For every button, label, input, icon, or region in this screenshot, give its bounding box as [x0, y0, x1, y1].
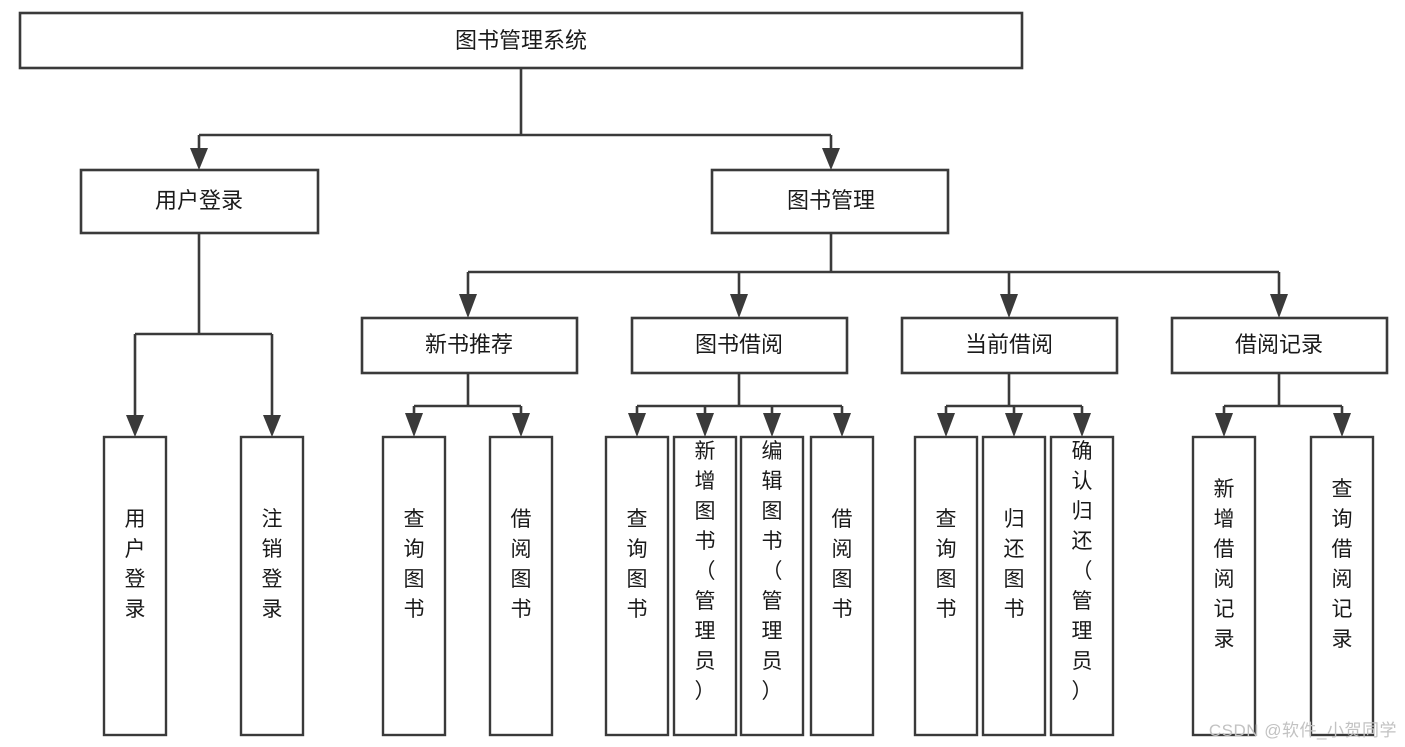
- node-leaf-borrow-book-2[interactable]: 借阅图书: [809, 435, 875, 737]
- node-leaf-borrow-book-1-box: [488, 435, 554, 737]
- node-leaf-query-book-3-box: [913, 435, 979, 737]
- node-leaf-user-login-label: 用户登录: [125, 508, 146, 621]
- arrow-to-leaf-borrow-book-1: [512, 413, 530, 437]
- node-leaf-confirm-return-label: 确认归还（管理员）: [1072, 440, 1093, 703]
- arrow-to-leaf-add-record: [1215, 413, 1233, 437]
- node-root-label: 图书管理系统: [455, 28, 587, 53]
- node-leaf-query-book-1[interactable]: 查询图书: [381, 435, 447, 737]
- node-current-borrow-label: 当前借阅: [965, 332, 1053, 357]
- edge-user-login-bus: [133, 233, 274, 422]
- arrow-to-leaf-user-login: [126, 415, 144, 437]
- node-leaf-borrow-book-2-label: 借阅图书: [832, 508, 853, 621]
- node-leaf-return-book-box: [981, 435, 1047, 737]
- arrow-to-leaf-user-logout: [263, 415, 281, 437]
- edge-root-bus: [197, 68, 833, 155]
- node-leaf-edit-book-box: [739, 435, 805, 737]
- node-leaf-add-book[interactable]: 新增图书（管理员）: [672, 435, 738, 737]
- node-book-management-label: 图书管理: [787, 188, 875, 213]
- node-leaf-user-logout-label: 注销登录: [262, 508, 283, 621]
- edge-borrow-record-bus: [1222, 373, 1344, 422]
- arrow-to-borrow-record: [1270, 294, 1288, 318]
- node-leaf-query-book-3[interactable]: 查询图书: [913, 435, 979, 737]
- node-borrow-record-label: 借阅记录: [1235, 332, 1323, 357]
- node-leaf-user-login-box: [102, 435, 168, 737]
- node-borrow-record-box: [1170, 316, 1389, 375]
- node-new-book-recommend-box: [360, 316, 579, 375]
- node-leaf-user-logout-box: [239, 435, 305, 737]
- node-leaf-borrow-book-1-label: 借阅图书: [511, 508, 532, 621]
- node-leaf-query-book-2-label: 查询图书: [627, 508, 648, 621]
- arrow-to-user-login: [190, 148, 208, 170]
- node-leaf-query-book-2-box: [604, 435, 670, 737]
- node-leaf-add-record-label: 新增借阅记录: [1214, 478, 1235, 651]
- node-book-borrow[interactable]: 图书借阅: [630, 316, 849, 375]
- node-leaf-add-record[interactable]: 新增借阅记录: [1191, 435, 1257, 737]
- edge-book-management-bus: [466, 233, 1281, 295]
- node-leaf-borrow-book-2-box: [809, 435, 875, 737]
- node-book-management[interactable]: 图书管理: [710, 168, 950, 235]
- node-leaf-edit-book[interactable]: 编辑图书（管理员）: [739, 435, 805, 737]
- node-leaf-confirm-return[interactable]: 确认归还（管理员）: [1049, 435, 1115, 737]
- edge-book-borrow-bus: [635, 373, 844, 422]
- node-root-box: [18, 11, 1024, 70]
- node-leaf-query-record[interactable]: 查询借阅记录: [1309, 435, 1375, 737]
- edge-new-book-recommend-bus: [412, 373, 523, 422]
- node-leaf-query-book-3-label: 查询图书: [936, 508, 957, 621]
- arrow-to-leaf-query-book-3: [937, 413, 955, 437]
- csdn-watermark: CSDN @软件_小贺同学: [1208, 721, 1397, 740]
- edges-layer: [126, 68, 1351, 437]
- arrow-to-leaf-borrow-book-2: [833, 413, 851, 437]
- arrow-to-leaf-query-record: [1333, 413, 1351, 437]
- arrow-to-leaf-confirm-return: [1073, 413, 1091, 437]
- arrow-to-leaf-edit-book: [763, 413, 781, 437]
- arrow-to-leaf-query-book-1: [405, 413, 423, 437]
- arrow-to-leaf-query-book-2: [628, 413, 646, 437]
- node-leaf-user-logout[interactable]: 注销登录: [239, 435, 305, 737]
- arrow-to-book-management: [822, 148, 840, 170]
- node-current-borrow-box: [900, 316, 1119, 375]
- arrow-to-current-borrow: [1000, 294, 1018, 318]
- node-leaf-edit-book-label: 编辑图书（管理员）: [762, 440, 783, 703]
- node-new-book-recommend[interactable]: 新书推荐: [360, 316, 579, 375]
- node-current-borrow[interactable]: 当前借阅: [900, 316, 1119, 375]
- arrow-to-leaf-return-book: [1005, 413, 1023, 437]
- node-leaf-user-login[interactable]: 用户登录: [102, 435, 168, 737]
- node-leaf-query-book-2[interactable]: 查询图书: [604, 435, 670, 737]
- node-leaf-confirm-return-box: [1049, 435, 1115, 737]
- node-leaf-add-book-box: [672, 435, 738, 737]
- node-leaf-query-book-1-box: [381, 435, 447, 737]
- node-leaf-query-record-label: 查询借阅记录: [1332, 478, 1353, 651]
- node-leaf-add-book-label: 新增图书（管理员）: [695, 440, 716, 703]
- node-leaf-query-record-box: [1309, 435, 1375, 737]
- node-borrow-record[interactable]: 借阅记录: [1170, 316, 1389, 375]
- arrow-to-book-borrow: [730, 294, 748, 318]
- node-user-login[interactable]: 用户登录: [79, 168, 320, 235]
- node-leaf-return-book[interactable]: 归还图书: [981, 435, 1047, 737]
- node-leaf-return-book-label: 归还图书: [1004, 508, 1025, 621]
- node-book-borrow-box: [630, 316, 849, 375]
- node-leaf-query-book-1-label: 查询图书: [404, 508, 425, 621]
- arrow-to-leaf-add-book: [696, 413, 714, 437]
- node-leaf-add-record-box: [1191, 435, 1257, 737]
- node-user-login-label: 用户登录: [155, 188, 243, 213]
- arrow-to-new-book-recommend: [459, 294, 477, 318]
- node-book-management-box: [710, 168, 950, 235]
- node-root[interactable]: 图书管理系统: [18, 11, 1024, 70]
- node-new-book-recommend-label: 新书推荐: [425, 332, 513, 357]
- node-book-borrow-label: 图书借阅: [695, 332, 783, 357]
- node-user-login-box: [79, 168, 320, 235]
- node-leaf-borrow-book-1[interactable]: 借阅图书: [488, 435, 554, 737]
